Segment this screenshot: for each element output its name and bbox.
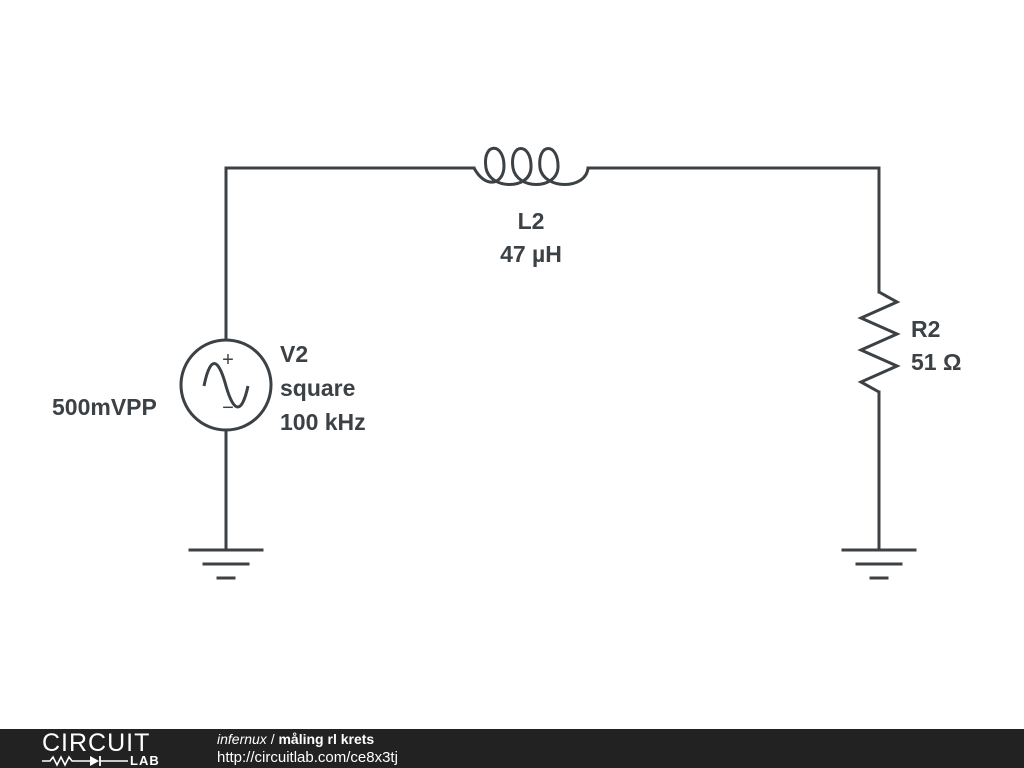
resistor-r2[interactable]: R2 51 Ω — [857, 290, 961, 394]
logo-circuit-text: CIRCUIT — [42, 729, 151, 757]
inductor-value-label: 47 µH — [500, 241, 562, 267]
circuit-title[interactable]: måling rl krets — [278, 731, 375, 747]
resistor-value-label: 51 Ω — [911, 349, 961, 375]
author-link[interactable]: infernux — [217, 731, 267, 747]
logo-resistor-diode-icon — [42, 755, 128, 767]
circuit-url-link[interactable]: http://circuitlab.com/ce8x3tj — [217, 749, 398, 766]
inductor-coil-icon — [472, 146, 590, 186]
source-minus-sign: − — [222, 397, 234, 419]
resistor-zigzag-icon — [857, 290, 901, 394]
wires — [224, 166, 881, 550]
ground-left — [188, 548, 264, 580]
inductor-name-label: L2 — [518, 208, 545, 234]
source-circle-icon — [179, 338, 273, 432]
sine-wave-icon — [202, 362, 250, 409]
voltage-source-v2[interactable]: + − V2 square 100 kHz 500mVPP — [52, 338, 366, 435]
wire-source-to-inductor — [224, 166, 476, 342]
footer-title-line: infernux / måling rl krets — [217, 731, 374, 748]
source-amplitude-label: 500mVPP — [52, 394, 157, 420]
resistor-name-label: R2 — [911, 316, 940, 342]
circuitlab-logo[interactable]: CIRCUIT LAB — [42, 729, 182, 768]
footer-bar: CIRCUIT LAB infernux / måling rl krets h… — [0, 729, 1024, 768]
ground-right — [841, 548, 917, 580]
source-waveform-label: square — [280, 375, 355, 401]
wire-inductor-to-resistor — [586, 166, 881, 294]
source-plus-sign: + — [222, 349, 234, 371]
source-frequency-label: 100 kHz — [280, 409, 366, 435]
schematic-canvas: L2 47 µH R2 51 Ω + − V2 square 100 kHz 5… — [52, 146, 961, 580]
inductor-l2[interactable]: L2 47 µH — [472, 146, 590, 267]
source-name-label: V2 — [280, 341, 308, 367]
footer-separator: / — [266, 731, 279, 747]
logo-lab-text: LAB — [130, 753, 160, 768]
